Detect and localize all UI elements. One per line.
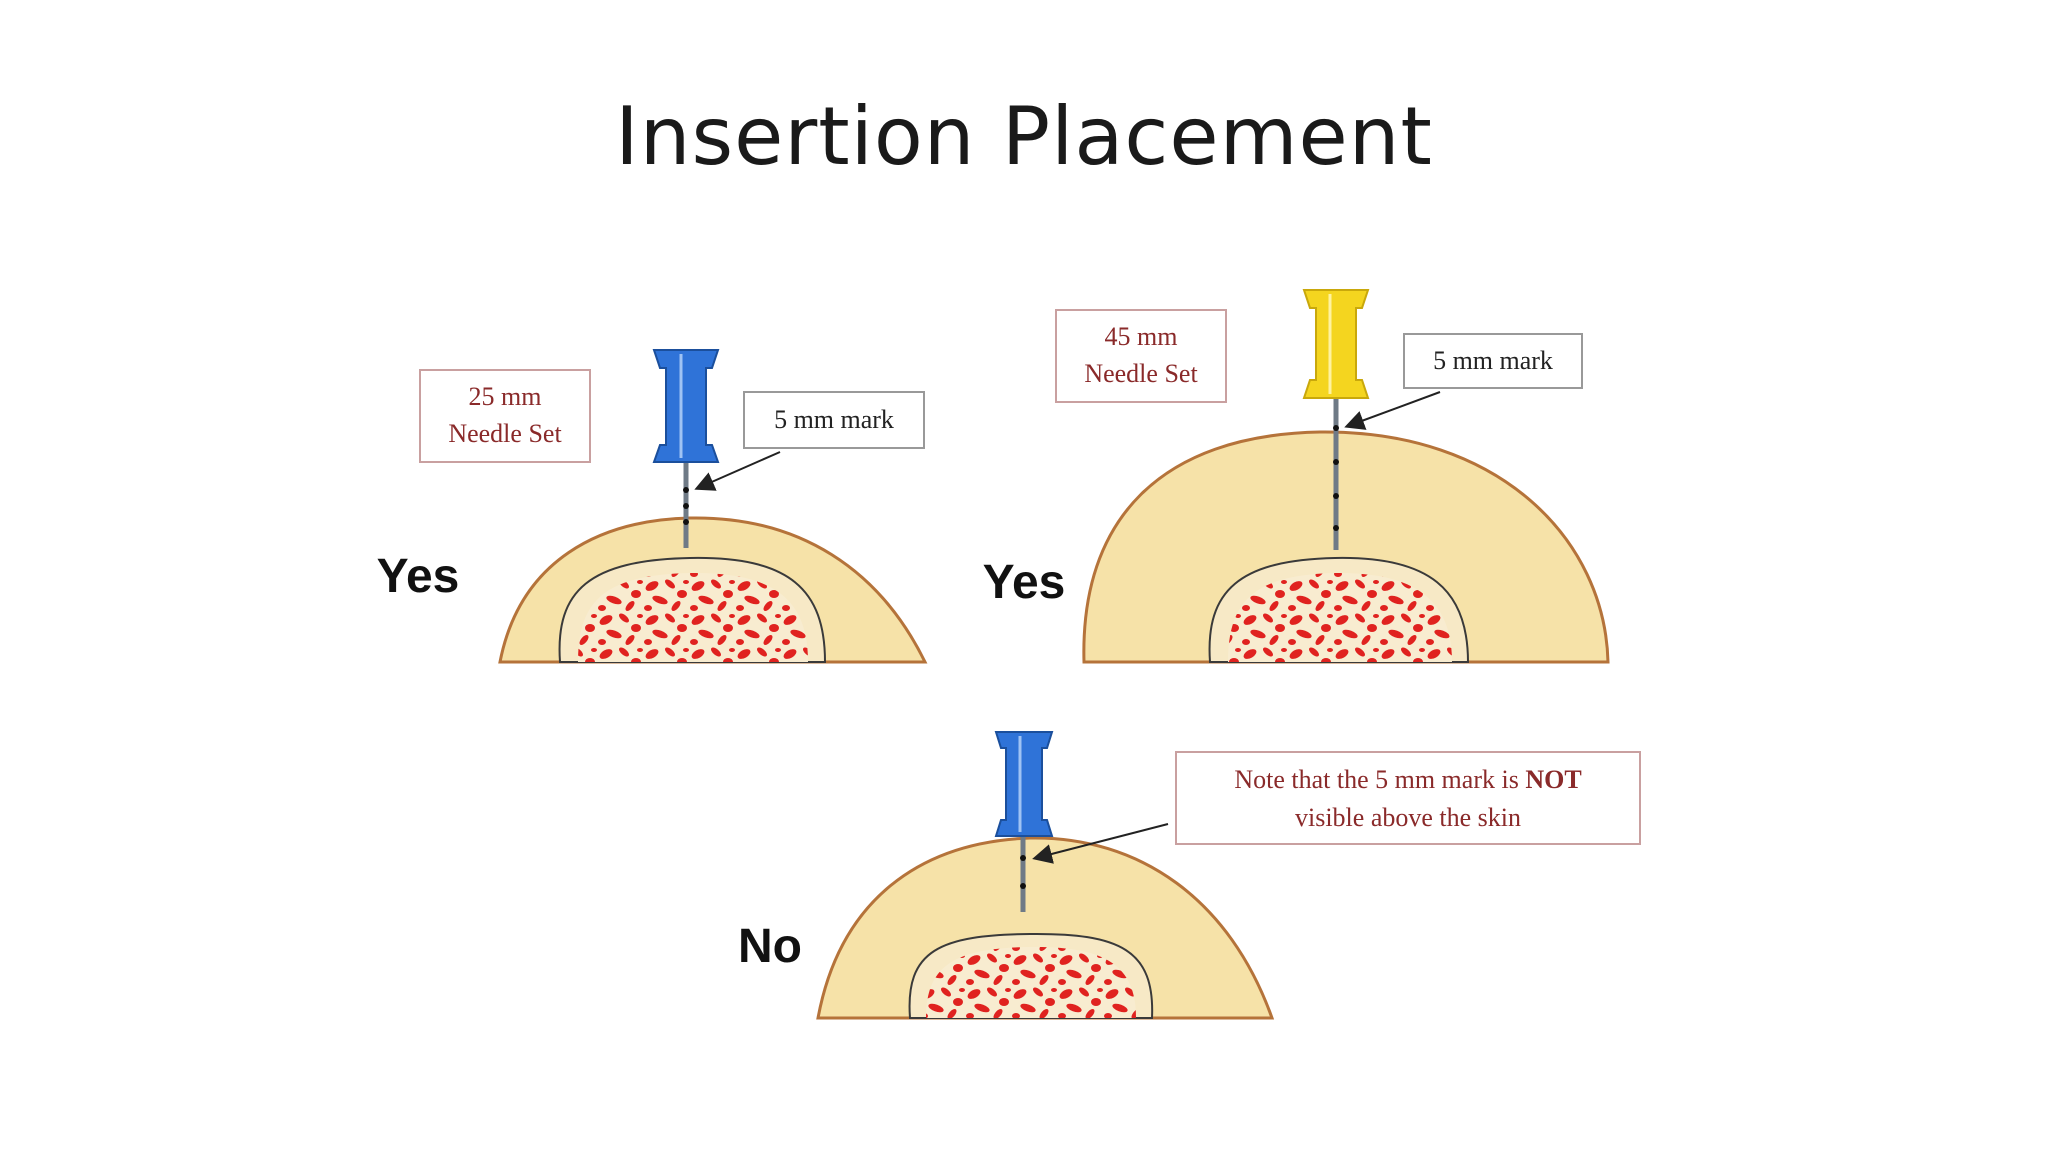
verdict-label: Yes: [377, 550, 460, 603]
panel-25mm: 25 mm Needle Set 5 mm mark Yes: [377, 350, 925, 662]
depth-mark: [1333, 525, 1339, 531]
depth-mark: [683, 487, 689, 493]
verdict-label: Yes: [983, 556, 1066, 609]
note-line-1: Note that the 5 mm mark is NOT: [1234, 765, 1581, 794]
depth-mark: [1020, 855, 1026, 861]
mark-label: 5 mm mark: [1433, 346, 1553, 375]
mark-label: 5 mm mark: [774, 405, 894, 434]
depth-mark: [1333, 459, 1339, 465]
depth-mark: [1333, 493, 1339, 499]
note-line-2: visible above the skin: [1295, 803, 1521, 832]
panel-45mm: 45 mm Needle Set 5 mm mark Yes: [983, 290, 1608, 662]
needle-hub-blue: [996, 732, 1052, 836]
needle-hub-blue: [654, 350, 718, 462]
depth-mark: [683, 503, 689, 509]
depth-mark: [683, 519, 689, 525]
depth-mark: [1020, 883, 1026, 889]
needle-set-label: Needle Set: [448, 419, 562, 448]
note-line-1-prefix: Note that the 5 mm mark is: [1234, 765, 1525, 794]
note-line-1-emphasis: NOT: [1525, 765, 1581, 794]
panel-no: Note that the 5 mm mark is NOT visible a…: [738, 732, 1640, 1018]
needle-set-size: 45 mm: [1105, 322, 1178, 351]
needle-hub-yellow: [1304, 290, 1368, 398]
verdict-label: No: [738, 920, 802, 973]
depth-mark: [1333, 425, 1339, 431]
needle-set-size: 25 mm: [469, 382, 542, 411]
needle-set-label: Needle Set: [1084, 359, 1198, 388]
